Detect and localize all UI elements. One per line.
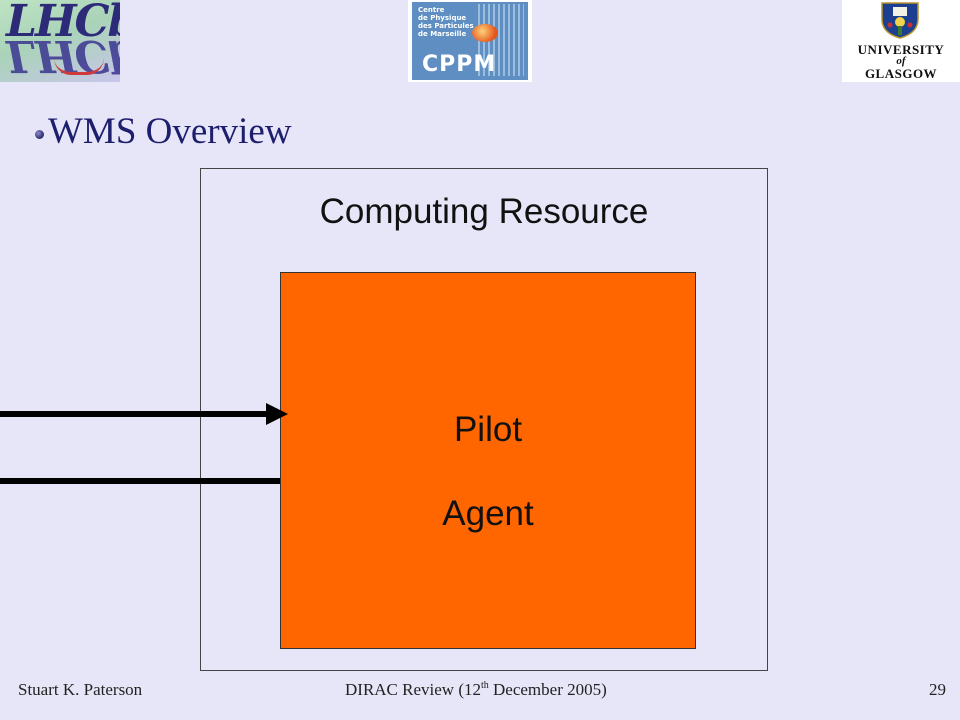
pilot-label: Pilot [453, 410, 523, 449]
cppm-logo: Centre de Physique des Particules de Mar… [408, 0, 532, 82]
outgoing-connector-line [0, 478, 280, 484]
cppm-logo-text: Centre de Physique des Particules de Mar… [418, 6, 474, 38]
incoming-arrow-head-icon [266, 403, 288, 425]
footer-event-superscript: th [480, 680, 489, 691]
title-bullet-icon [35, 130, 44, 139]
cppm-logo-orb [472, 24, 498, 42]
footer-author: Stuart K. Paterson [18, 680, 143, 699]
computing-resource-label: Computing Resource [319, 192, 649, 231]
glasgow-logo-line2: of [896, 55, 906, 67]
university-of-glasgow-logo: UNIVERSITY of GLASGOW [842, 0, 960, 82]
cppm-logo-acronym: CPPM [422, 52, 497, 77]
footer-page-number: 29 [929, 680, 946, 699]
lhcb-logo: LHCb LHCb [0, 0, 120, 82]
pilot-agent-box [280, 272, 696, 649]
glasgow-logo-line3: GLASGOW [864, 66, 938, 81]
glasgow-crest-icon [881, 2, 919, 39]
footer-event: DIRAC Review (12th December 2005) [345, 680, 607, 700]
footer-event-suffix: December 2005) [488, 680, 607, 699]
agent-label: Agent [442, 494, 534, 533]
page-title: WMS Overview [48, 111, 292, 152]
incoming-arrow-line [0, 411, 270, 417]
glasgow-logo-line1: UNIVERSITY [857, 42, 945, 57]
footer-event-prefix: DIRAC Review (12 [345, 680, 481, 699]
computing-resource-box [200, 168, 768, 671]
lhcb-logo-text: LHCb [6, 0, 120, 47]
lhcb-logo-swoosh [54, 58, 104, 75]
